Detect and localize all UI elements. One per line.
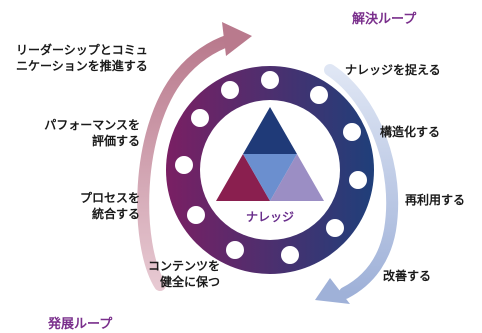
step-maintain-line-2: 健全に保つ bbox=[159, 275, 220, 289]
step-maintain-line-1: コンテンツを bbox=[147, 259, 220, 273]
step-maintain-label: コンテンツを 健全に保つ bbox=[120, 258, 220, 290]
step-promote-label: リーダーシップとコミュ ニケーションを推進する bbox=[16, 42, 148, 74]
step-improve-label: 改善する bbox=[383, 269, 432, 283]
ring-hole bbox=[187, 206, 205, 224]
develop-loop-arrow bbox=[137, 22, 252, 291]
ring-hole bbox=[326, 219, 344, 237]
ring-hole bbox=[221, 81, 239, 99]
step-structure-label: 構造化する bbox=[380, 125, 441, 139]
step-promote-line-2: ニケーションを推進する bbox=[16, 59, 148, 73]
ring-hole bbox=[310, 86, 328, 104]
develop-loop-title: 発展ループ bbox=[48, 317, 113, 332]
ring-holes bbox=[175, 71, 367, 264]
step-capture-label: ナレッジを捉える bbox=[345, 63, 441, 77]
ring-hole bbox=[191, 109, 209, 127]
ring-hole bbox=[343, 123, 361, 141]
ring-hole bbox=[226, 241, 244, 259]
step-integrate-line-2: 統合する bbox=[91, 207, 140, 221]
step-integrate-line-1: プロセスを bbox=[79, 191, 140, 205]
solve-loop-title: 解決ループ bbox=[352, 12, 417, 27]
knowledge-triangle bbox=[216, 107, 324, 201]
step-evaluate-line-2: 評価する bbox=[91, 134, 140, 148]
step-evaluate-label: パフォーマンスを 評価する bbox=[30, 117, 140, 149]
ring-hole bbox=[281, 246, 299, 264]
step-reuse-label: 再利用する bbox=[405, 193, 466, 207]
ring-hole bbox=[175, 156, 193, 174]
step-integrate-label: プロセスを 統合する bbox=[40, 190, 140, 222]
center-label: ナレッジ bbox=[246, 210, 294, 224]
ring-hole bbox=[261, 71, 279, 89]
step-evaluate-line-1: パフォーマンスを bbox=[44, 118, 140, 132]
ring-hole bbox=[349, 171, 367, 189]
triangle-top bbox=[243, 107, 297, 154]
triangle-right bbox=[270, 154, 324, 201]
step-promote-line-1: リーダーシップとコミュ bbox=[16, 43, 148, 57]
triangle-middle bbox=[243, 154, 297, 201]
triangle-left bbox=[216, 154, 270, 201]
solve-loop-arrow bbox=[315, 64, 399, 304]
